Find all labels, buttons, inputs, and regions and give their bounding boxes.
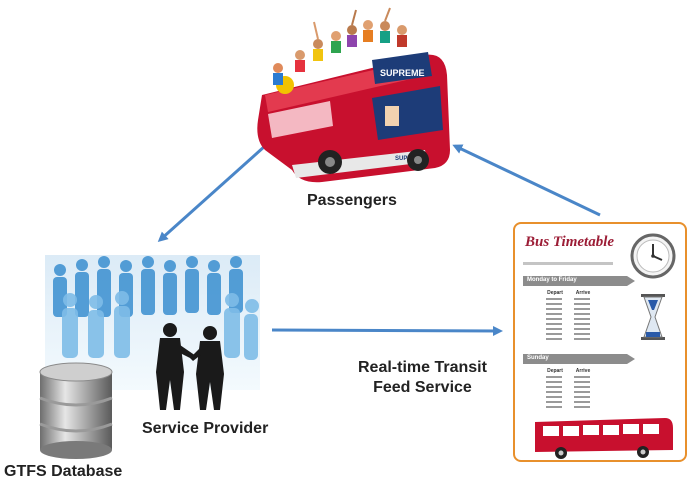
passenger-figures (273, 7, 407, 85)
crowd-handshake-image (45, 255, 260, 410)
timetable-section-weekday-label: Monday to Friday (527, 277, 577, 283)
label-gtfs-database: GTFS Database (4, 463, 123, 480)
label-feed-service-line1: Real-time Transit (358, 359, 487, 376)
label-feed-service-line2: Feed Service (373, 379, 472, 396)
timetable-rows (546, 298, 590, 408)
label-service-provider: Service Provider (142, 420, 269, 437)
tourist-bus-image: SUPREME SUPREME (257, 7, 450, 183)
timetable-section-sunday-label: Sunday (527, 355, 549, 361)
timetable-graphics (523, 233, 676, 459)
timetable-title: Bus Timetable (525, 234, 615, 250)
bus-icon (535, 418, 673, 459)
label-feed-service: Real-time Transit Feed Service (358, 358, 487, 398)
col-header: Depart (547, 368, 563, 374)
col-header: Arrive (575, 368, 591, 374)
timetable-subtitle-line (523, 262, 613, 265)
col-header: Depart (547, 290, 563, 296)
clock-icon (630, 233, 676, 279)
arrow-timetable-to-bus (452, 144, 601, 217)
database-icon (39, 362, 113, 459)
timetable-section-weekday: Monday to Friday (523, 276, 635, 286)
timetable-column-depart-2: Depart (543, 368, 567, 375)
label-passengers: Passengers (307, 192, 397, 209)
bus-sign-text: SUPREME (380, 68, 425, 78)
arrow-bus-to-provider (157, 144, 267, 243)
hourglass-icon (641, 294, 665, 340)
timetable-section-sunday: Sunday (523, 354, 635, 364)
timetable-column-arrive-1: Arrive (571, 290, 595, 297)
bus-timetable-card: Bus Timetable Monday to Friday Sunday De… (513, 222, 687, 462)
timetable-column-depart-1: Depart (543, 290, 567, 297)
timetable-column-arrive-2: Arrive (571, 368, 595, 375)
arrow-provider-to-feed (271, 325, 503, 336)
col-header: Arrive (575, 290, 591, 296)
